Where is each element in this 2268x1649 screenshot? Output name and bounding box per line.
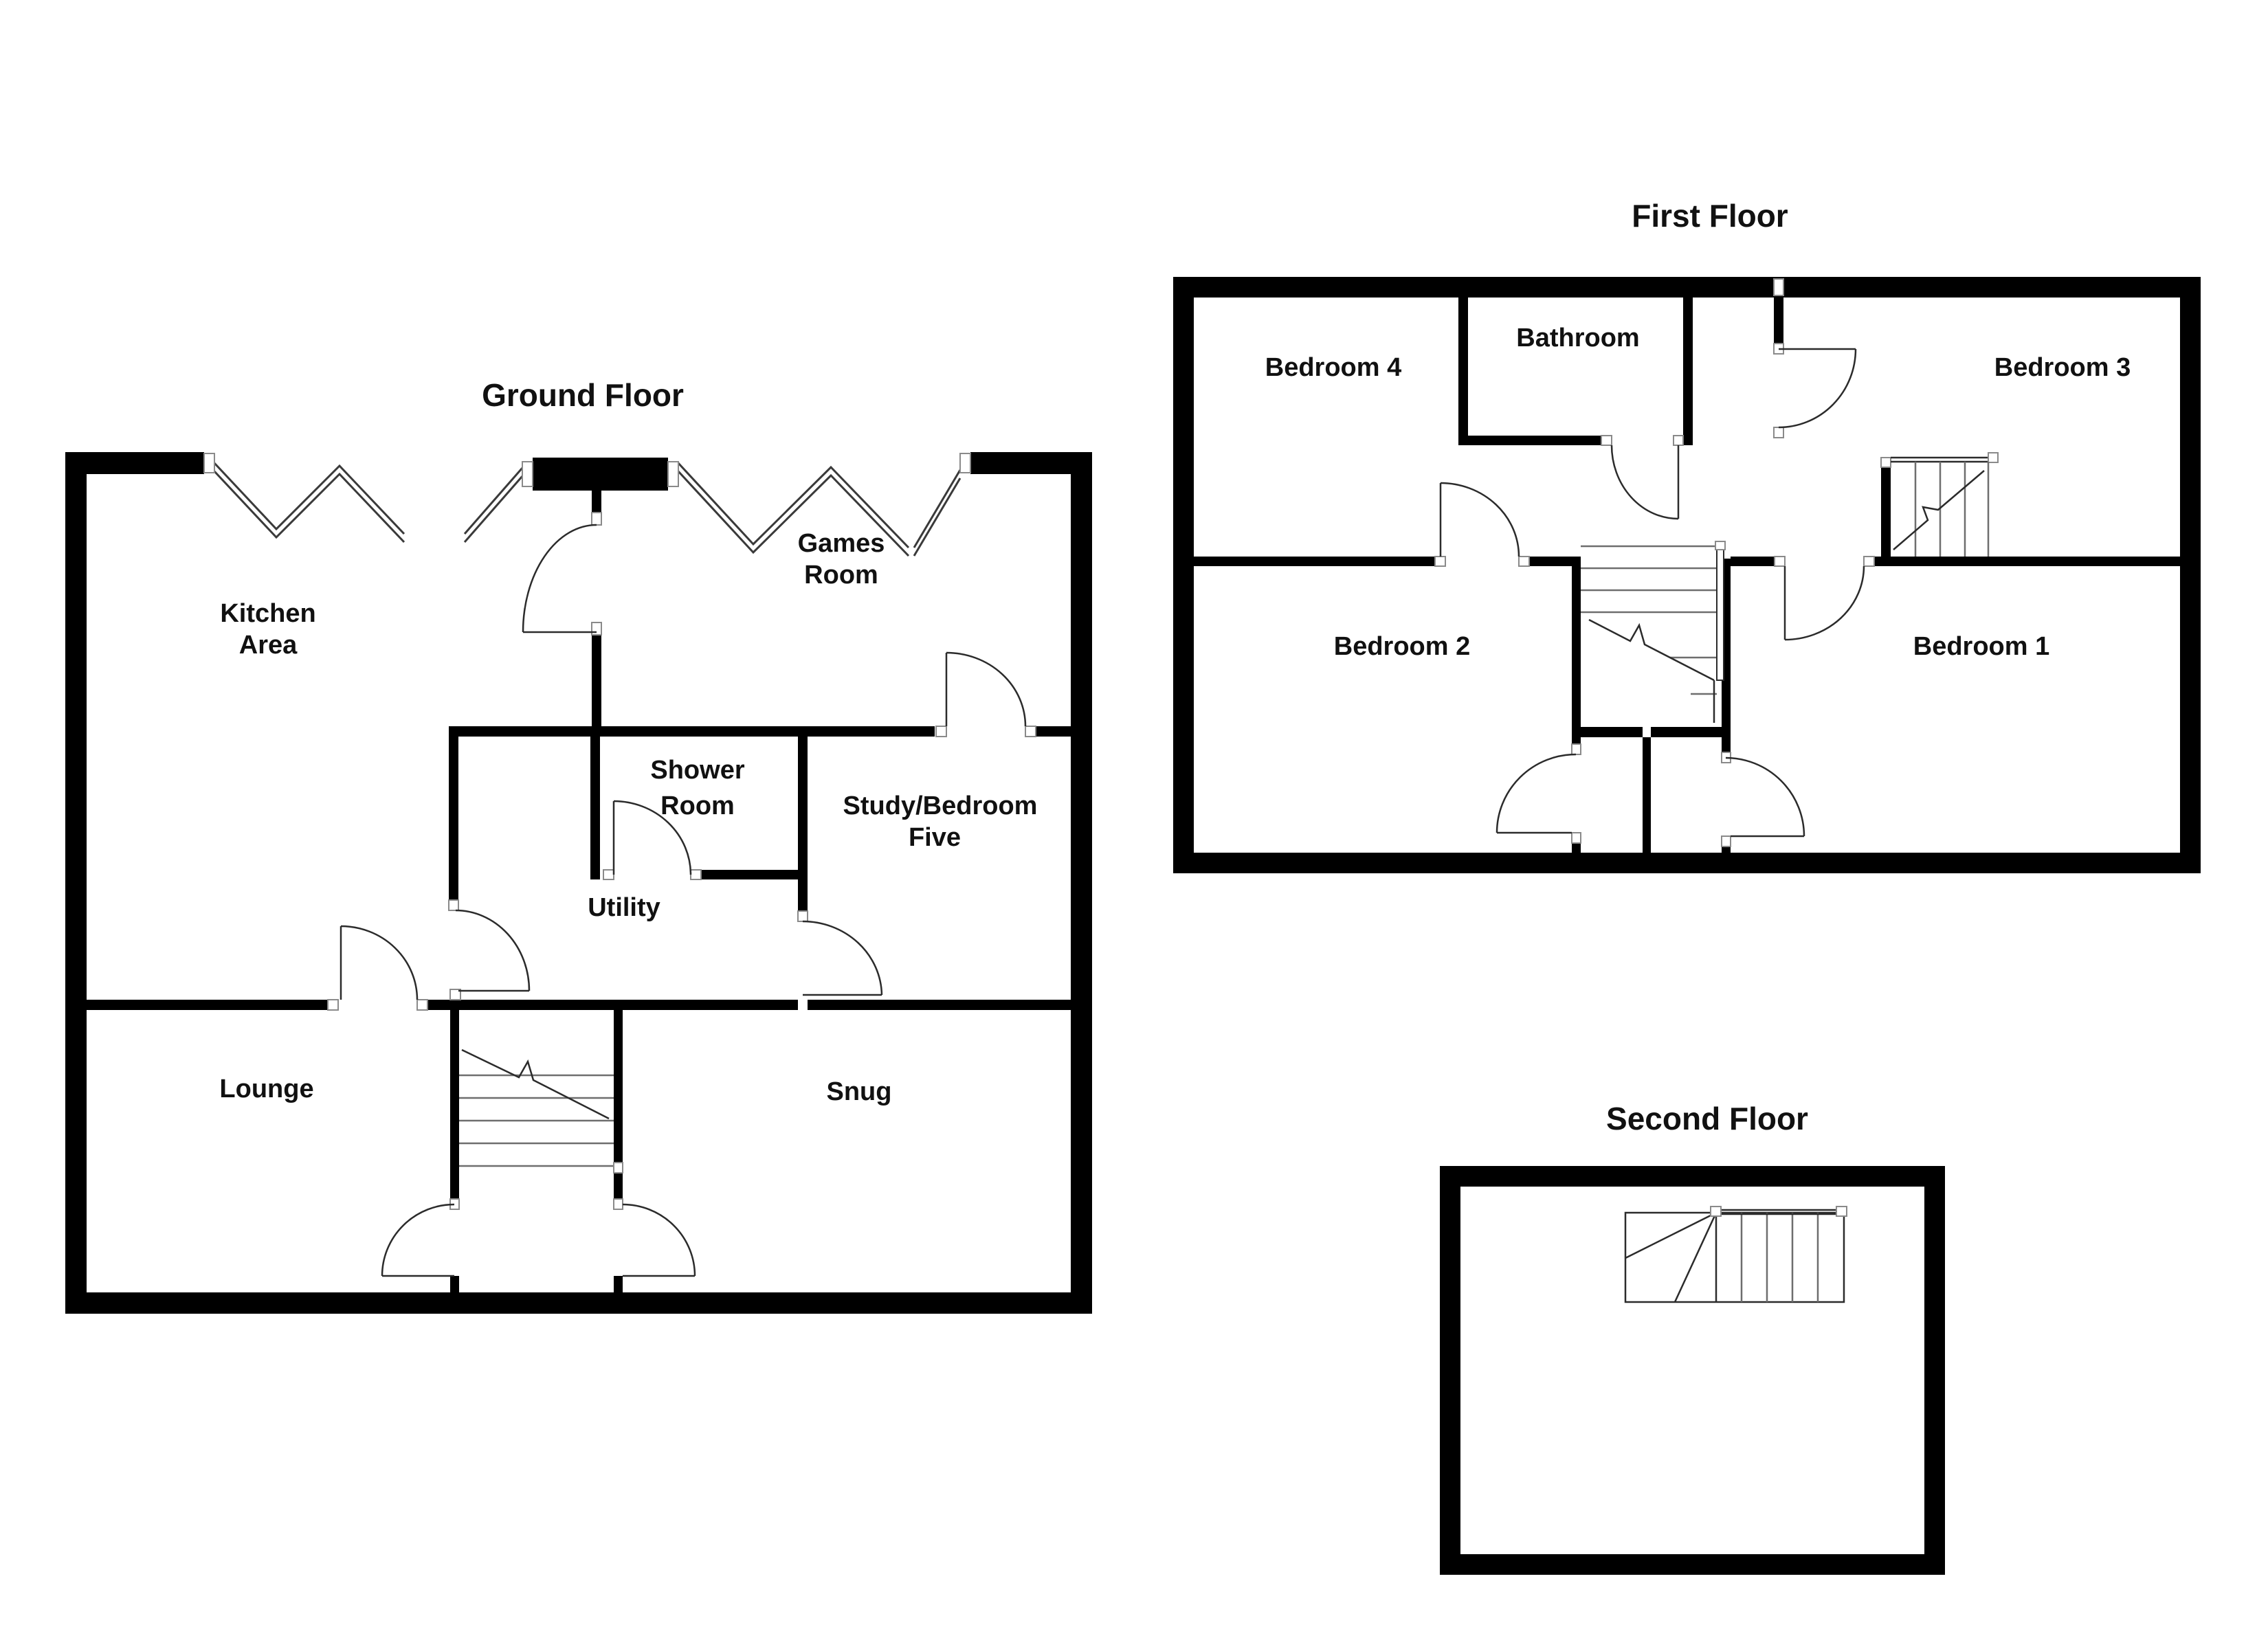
room-label-shower-line2: Room [660, 792, 735, 820]
ground-floor-labels: Kitchen Area Games Room Shower Room Stud… [219, 529, 1037, 1106]
ground-floor-interior-walls [87, 491, 1071, 1292]
first-floor-interior-walls [1194, 298, 2180, 853]
snug-door [613, 1198, 696, 1277]
second-floor-staircase [1624, 1206, 1847, 1303]
room-label-kitchen-line2: Area [239, 631, 298, 660]
room-label-bedroom2: Bedroom 2 [1334, 632, 1470, 661]
lounge-door [381, 1198, 460, 1277]
room-label-study-line1: Study/Bedroom [843, 792, 1038, 820]
second-floor-plan: Second Floor [1440, 1101, 1945, 1575]
first-floor-plan: First Floor [1173, 198, 2201, 873]
bedroom2-door [1496, 743, 1581, 844]
ground-floor-outer-walls [65, 452, 1092, 1314]
room-label-bathroom: Bathroom [1516, 324, 1639, 352]
bedroom1-upper-door [1774, 556, 1875, 641]
first-floor-title: First Floor [1632, 198, 1788, 234]
kitchen-lounge-door [327, 925, 428, 1011]
room-label-shower-line1: Shower [650, 756, 744, 785]
second-floor-outer-walls [1440, 1166, 1945, 1575]
bathroom-door [1601, 435, 1684, 520]
window-jambs [203, 453, 971, 487]
kitchen-window-zigzag [213, 462, 524, 543]
first-floor-staircase [1581, 541, 1726, 723]
first-floor-outer-walls [1173, 277, 2201, 873]
second-floor-flight [1880, 452, 1999, 557]
entrance-door [522, 512, 602, 636]
bedroom4-door [1434, 482, 1530, 567]
room-label-utility: Utility [588, 893, 660, 922]
room-label-bedroom3: Bedroom 3 [1994, 353, 2131, 382]
bedroom3-door [1773, 343, 1857, 438]
room-label-lounge: Lounge [219, 1075, 313, 1103]
first-floor-labels: Bedroom 4 Bathroom Bedroom 3 Bedroom 2 B… [1265, 324, 2131, 661]
room-label-bedroom4: Bedroom 4 [1265, 353, 1401, 382]
room-label-study-line2: Five [909, 823, 961, 852]
utility-door [448, 899, 531, 1000]
study-games-door [935, 651, 1036, 737]
second-floor-title: Second Floor [1606, 1101, 1808, 1136]
room-label-games-line1: Games [798, 529, 885, 558]
room-label-snug: Snug [827, 1077, 892, 1106]
ground-floor-staircase [459, 1048, 623, 1174]
room-label-bedroom1: Bedroom 1 [1913, 632, 2049, 661]
study-hall-door [797, 910, 883, 996]
ground-floor-title: Ground Floor [482, 377, 684, 413]
room-label-kitchen-line1: Kitchen [220, 599, 315, 628]
room-label-games-line2: Room [804, 561, 878, 590]
ground-floor-plan: Ground Floor [65, 377, 1092, 1314]
shower-room-door [603, 800, 702, 880]
games-room-window-zigzag [677, 462, 961, 557]
bedroom1-lower-door [1721, 752, 1805, 847]
